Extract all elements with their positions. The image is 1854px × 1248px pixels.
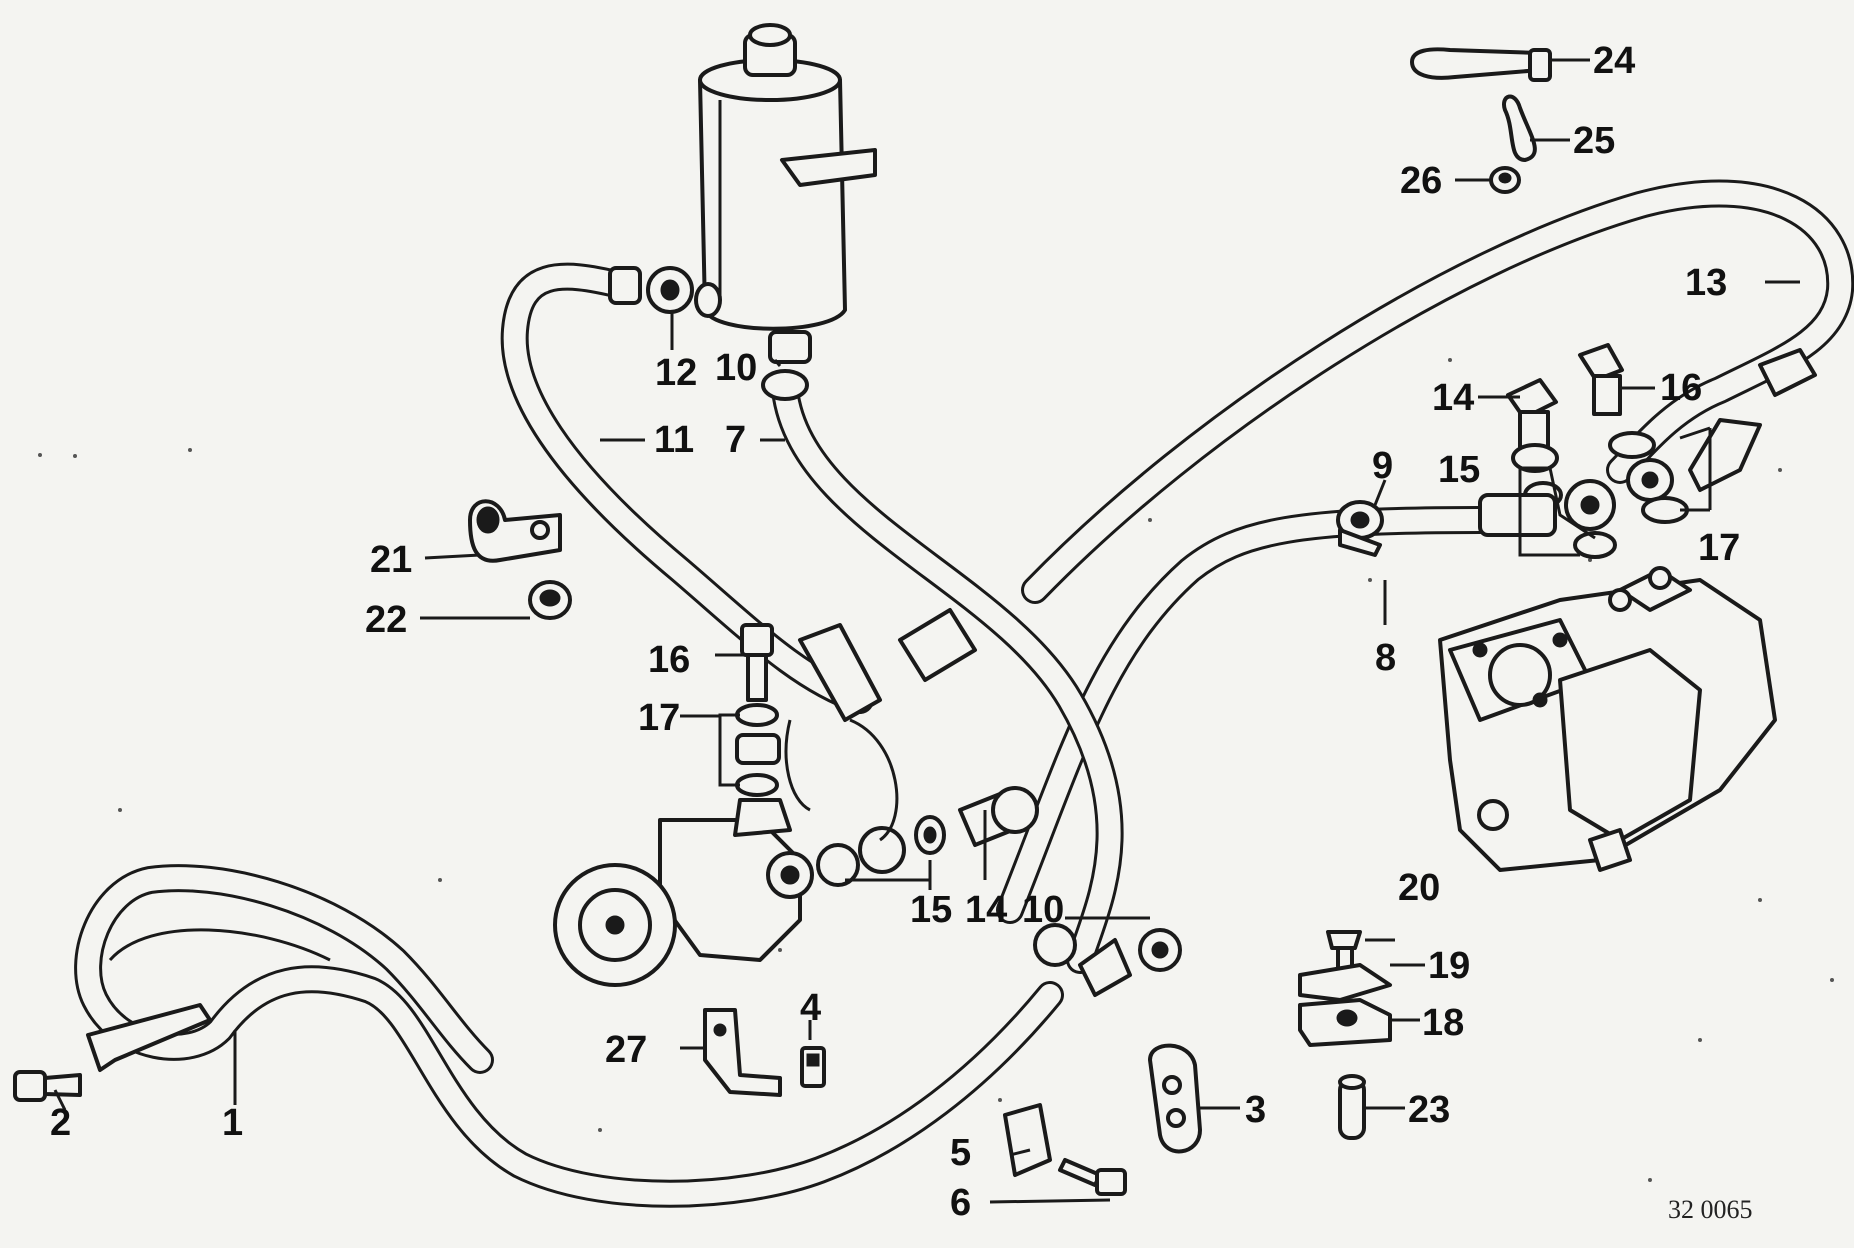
callout-15-steering: 15 [1438,449,1480,491]
cooling-loop-line-1 [74,864,1064,1208]
supply-hose-11 [500,262,874,714]
callout-25: 25 [1573,120,1615,162]
hose-clip-9 [1336,500,1384,557]
pressure-hose-8 [999,509,1491,921]
steering-gear-box [1438,566,1777,872]
hose-clamp-10-lower [1033,923,1182,997]
diagram-reference-code: 32 0065 [1668,1195,1753,1224]
callout-17-pump: 17 [638,697,680,739]
pump-banjo-fittings [816,786,1039,887]
callout-2: 2 [50,1102,71,1144]
callout-16-pump: 16 [648,639,690,681]
pump-banjo-bolt-16 [735,623,781,797]
callout-24: 24 [1593,40,1635,82]
bolt-2 [13,1070,82,1102]
sleeve-23 [1338,1074,1366,1140]
callout-14-pump: 14 [965,889,1007,931]
callout-23: 23 [1408,1089,1450,1131]
steering-box-banjo-fittings [1478,343,1817,559]
callout-18: 18 [1422,1002,1464,1044]
callout-20: 20 [1398,867,1440,909]
callout-26: 26 [1400,160,1442,202]
hose-clamp-10-top [761,369,809,401]
callout-12: 12 [655,352,697,394]
callout-9: 9 [1372,445,1393,487]
clamp-5 [1003,1103,1052,1177]
hose-7 [771,376,1124,974]
nut-22 [528,580,572,620]
callout-16-steering: 16 [1660,367,1702,409]
screw-6 [1058,1158,1127,1196]
callout-27: 27 [605,1029,647,1071]
bracket-21 [468,499,562,563]
clip-4 [800,1046,826,1088]
leader-lines [53,58,1800,1204]
callout-15-pump: 15 [910,889,952,931]
rubber-mount-18 [1298,998,1392,1047]
callout-10-lower: 10 [1022,889,1064,931]
callout-labels: 1 2 3 4 5 6 7 8 9 10 10 11 12 13 14 14 1… [50,40,1753,1224]
pump-pressure-union [784,608,977,842]
nut-26 [1489,166,1521,194]
callout-21: 21 [370,539,412,581]
callout-4: 4 [800,987,821,1029]
callout-19: 19 [1428,945,1470,987]
power-steering-pump [553,798,814,987]
callout-6: 6 [950,1182,971,1224]
callout-3: 3 [1245,1089,1266,1131]
callout-17-steering: 17 [1698,527,1740,569]
bracket-24 [1410,47,1552,82]
clip-25 [1502,94,1537,162]
clamp-plate-19 [1298,963,1392,1002]
callout-1: 1 [222,1102,243,1144]
paper-specks [38,358,1834,1182]
loop-mounting-bracket [86,1003,212,1072]
callout-7: 7 [725,419,746,461]
callout-13: 13 [1685,262,1727,304]
callout-14-steering: 14 [1432,377,1474,419]
bracket-27 [703,1008,782,1097]
callout-22: 22 [365,599,407,641]
callout-10-top: 10 [715,347,757,389]
hose-clamp-12 [608,266,722,318]
reservoir-tank [698,23,877,364]
callout-11: 11 [654,419,694,461]
grommet-3 [1148,1043,1202,1154]
callout-5: 5 [950,1132,971,1174]
callout-8: 8 [1375,637,1396,679]
